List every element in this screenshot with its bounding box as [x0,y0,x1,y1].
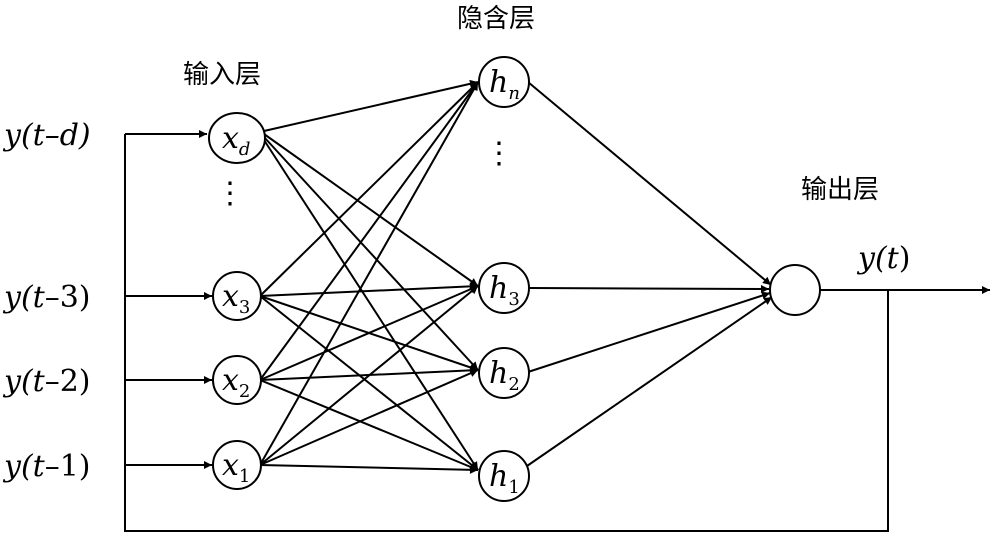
input-label-3: y(t–3) [2,280,91,315]
hidden-node-h3: h3 [478,262,530,314]
svg-text:hn: hn [489,65,520,104]
hidden-layer-title: 隐含层 [457,4,535,34]
svg-text:h1: h1 [489,459,520,498]
input-label-1: y(t–1) [2,449,91,484]
input-node-x3: x3 [212,271,262,321]
output-node [769,264,821,316]
svg-text:y(t): y(t) [856,241,910,276]
input-label-d: y(t–d) [2,118,91,153]
svg-text:x2: x2 [222,363,250,402]
hidden-node-h2: h2 [478,347,530,399]
hidden-node-hn: hn [478,56,530,108]
svg-text:h2: h2 [489,356,520,395]
hidden-output-connections [526,81,773,467]
svg-text:y(t–1): y(t–1) [2,449,91,484]
feedback-loop-line [124,134,889,532]
input-label-2: y(t–2) [2,364,91,399]
svg-text:x1: x1 [222,448,250,487]
svg-text:y(t–2): y(t–2) [2,364,91,399]
output-label: y(t) [856,241,910,276]
svg-text:y(t–d): y(t–d) [2,118,91,153]
hidden-ellipsis: ⋮ [484,136,514,171]
output-layer-title: 输出层 [801,175,879,205]
input-node-x2: x2 [212,355,262,405]
svg-text:y(t–3): y(t–3) [2,280,91,315]
input-hidden-connections [259,79,479,474]
input-node-xd: xd [208,112,266,164]
svg-text:xd: xd [222,121,250,160]
svg-text:h3: h3 [489,271,520,310]
input-ellipsis: ⋮ [215,176,245,211]
svg-text:x3: x3 [222,279,250,318]
hidden-node-h1: h1 [478,450,530,502]
input-node-x1: x1 [212,440,262,490]
input-layer-title: 输入层 [183,60,261,90]
